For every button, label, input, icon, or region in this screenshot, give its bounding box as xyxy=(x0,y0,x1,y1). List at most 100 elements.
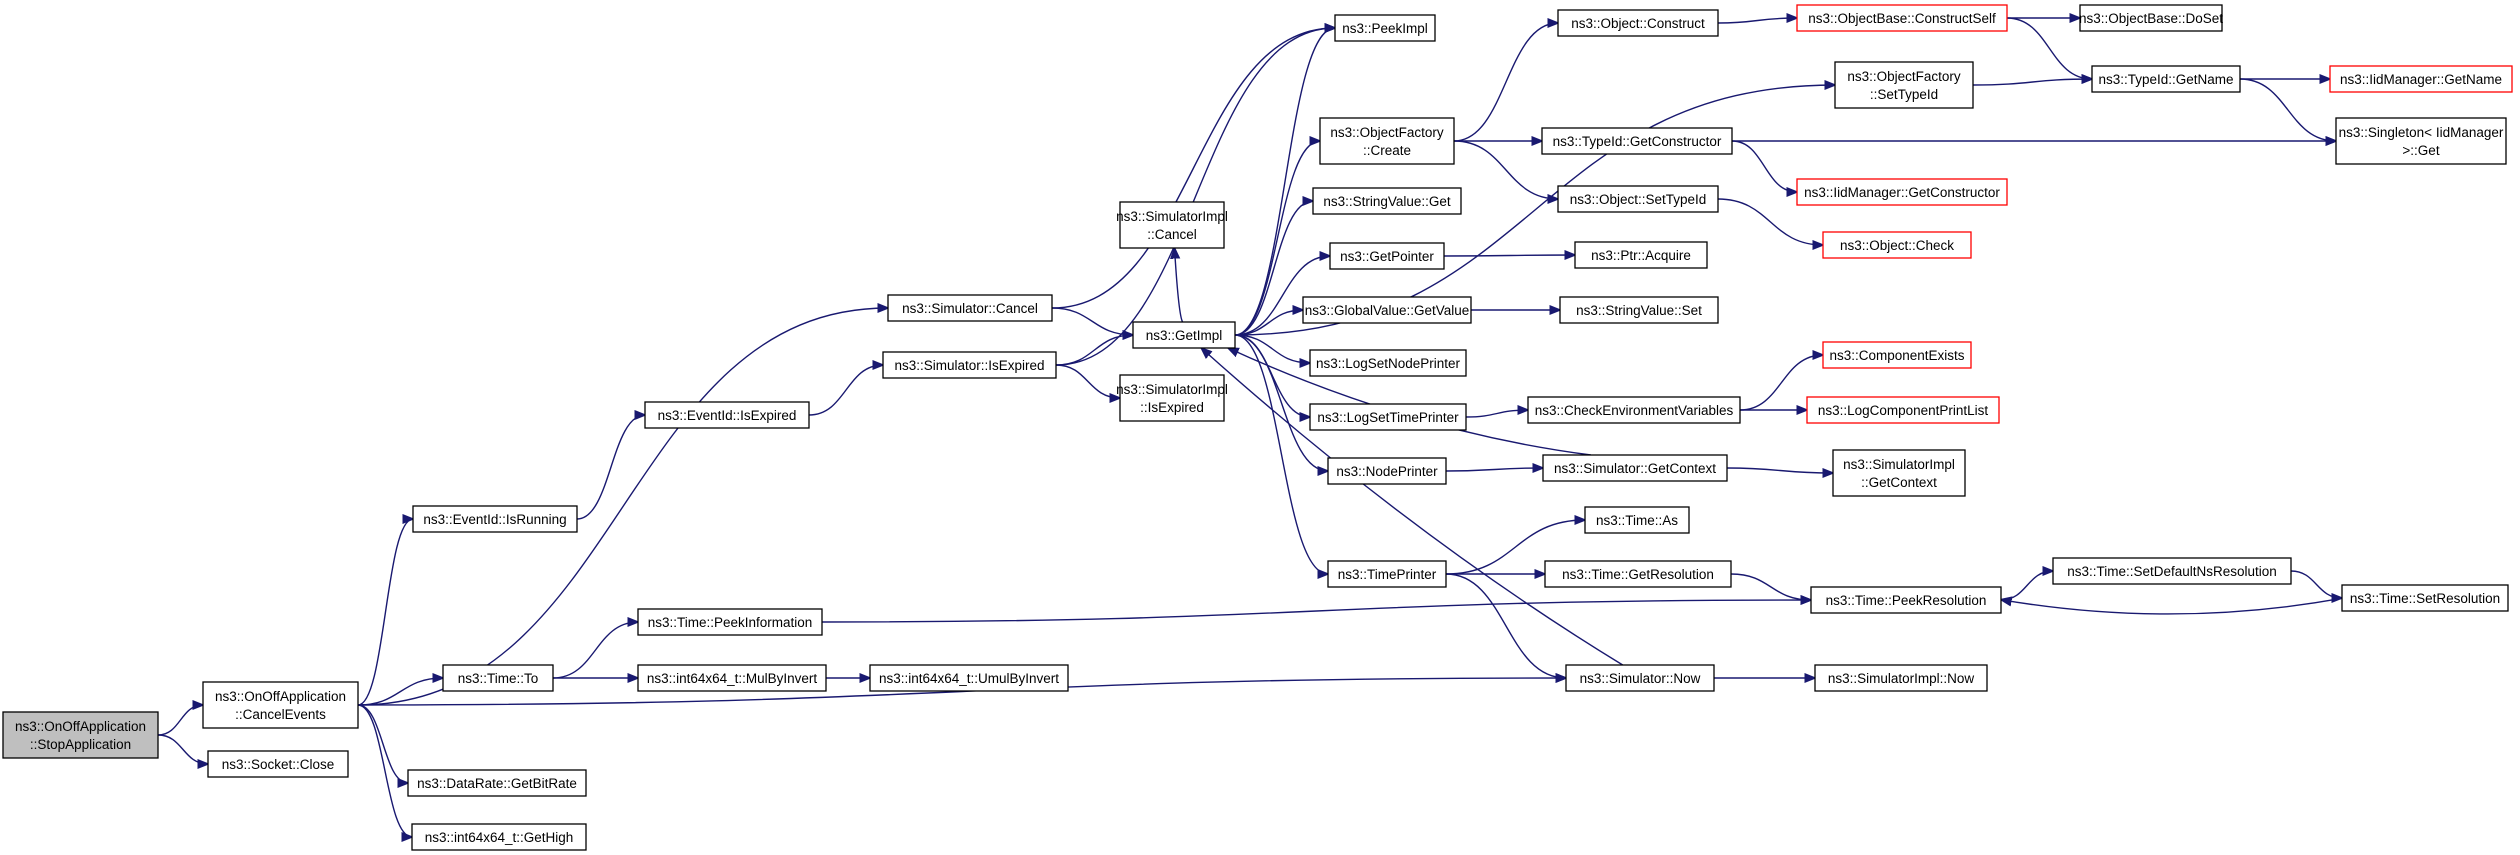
node-box-stringvalue_set xyxy=(1559,296,1719,324)
node-simimpl_isexpired[interactable]: ns3::SimulatorImpl::IsExpired xyxy=(1116,374,1228,422)
node-label-logsetnodeprinter-0: ns3::LogSetNodePrinter xyxy=(1316,356,1461,371)
node-label-getpointer-0: ns3::GetPointer xyxy=(1340,249,1434,264)
node-componentexists[interactable]: ns3::ComponentExists xyxy=(1822,341,1972,369)
node-box-simimpl_getcontext xyxy=(1832,449,1966,497)
edge-of_settypeid-to-typeid_getname xyxy=(1972,79,2092,86)
node-ptr_acquire[interactable]: ns3::Ptr::Acquire xyxy=(1574,241,1708,269)
node-box-umulbyinvert xyxy=(869,664,1069,692)
edge-eventid_isrunning-to-eventid_isexpired xyxy=(576,415,645,520)
edge-sim_getcontext-to-simimpl_getcontext xyxy=(1726,467,1833,473)
node-box-object_check xyxy=(1822,231,1972,259)
node-object_construct[interactable]: ns3::Object::Construct xyxy=(1557,9,1719,37)
node-umulbyinvert[interactable]: ns3::int64x64_t::UmulByInvert xyxy=(869,664,1069,692)
node-label-cancelevents-1: ::CancelEvents xyxy=(235,707,326,722)
node-time_as[interactable]: ns3::Time::As xyxy=(1584,506,1690,534)
node-box-socketclose xyxy=(207,750,349,778)
node-label-sim_isexpired-0: ns3::Simulator::IsExpired xyxy=(894,358,1044,373)
node-iidmanager_getname[interactable]: ns3::IidManager::GetName xyxy=(2329,65,2513,93)
edge-getimpl-to-logsettimeprinter xyxy=(1234,334,1310,417)
node-object_settypeid[interactable]: ns3::Object::SetTypeId xyxy=(1557,185,1719,213)
edge-stopapp-to-socketclose xyxy=(157,734,208,764)
node-checkenv[interactable]: ns3::CheckEnvironmentVariables xyxy=(1527,396,1741,424)
node-label-time_getresolution-0: ns3::Time::GetResolution xyxy=(1562,567,1714,582)
node-eventid_isrunning[interactable]: ns3::EventId::IsRunning xyxy=(412,505,578,533)
node-box-ptr_acquire xyxy=(1574,241,1708,269)
node-logsettimeprinter[interactable]: ns3::LogSetTimePrinter xyxy=(1309,403,1467,431)
node-box-object_settypeid xyxy=(1557,185,1719,213)
node-label-int64_gethigh-0: ns3::int64x64_t::GetHigh xyxy=(425,830,574,845)
edge-getimpl-to-nodeprinter xyxy=(1234,334,1328,471)
node-time_peekinfo[interactable]: ns3::Time::PeekInformation xyxy=(637,608,823,636)
node-box-sim_getcontext xyxy=(1542,454,1728,482)
node-box-objectbase_constructself xyxy=(1796,4,2008,32)
node-eventid_isexpired[interactable]: ns3::EventId::IsExpired xyxy=(644,401,810,429)
node-label-logcomponentprintlist-0: ns3::LogComponentPrintList xyxy=(1818,403,1989,418)
edge-typeid_getconstructor-to-iidmanager_getconstructor xyxy=(1731,140,1797,192)
node-time_peekresolution[interactable]: ns3::Time::PeekResolution xyxy=(1810,586,2002,614)
node-box-stopapp xyxy=(2,711,159,759)
node-label-checkenv-0: ns3::CheckEnvironmentVariables xyxy=(1535,403,1734,418)
node-stringvalue_get[interactable]: ns3::StringValue::Get xyxy=(1312,187,1462,215)
node-time_setresolution[interactable]: ns3::Time::SetResolution xyxy=(2341,584,2509,612)
node-box-time_setresolution xyxy=(2341,584,2509,612)
edge-sim_now-to-getimpl xyxy=(1201,348,1624,666)
node-object_check[interactable]: ns3::Object::Check xyxy=(1822,231,1972,259)
node-logcomponentprintlist[interactable]: ns3::LogComponentPrintList xyxy=(1806,396,2000,424)
node-box-getimpl xyxy=(1132,321,1236,349)
node-objectbase_constructself[interactable]: ns3::ObjectBase::ConstructSelf xyxy=(1796,4,2008,32)
node-getimpl[interactable]: ns3::GetImpl xyxy=(1132,321,1236,349)
edge-checkenv-to-componentexists xyxy=(1739,355,1823,411)
node-box-time_to xyxy=(442,664,554,692)
node-box-object_construct xyxy=(1557,9,1719,37)
node-nodeprinter[interactable]: ns3::NodePrinter xyxy=(1327,457,1447,485)
node-objectbase_doset[interactable]: ns3::ObjectBase::DoSet xyxy=(2079,4,2223,32)
node-simimpl_now[interactable]: ns3::SimulatorImpl::Now xyxy=(1814,664,1988,692)
node-getpointer[interactable]: ns3::GetPointer xyxy=(1329,242,1445,270)
node-label-datarate_getbitrate-0: ns3::DataRate::GetBitRate xyxy=(417,776,577,791)
node-time_setdefaultns[interactable]: ns3::Time::SetDefaultNsResolution xyxy=(2052,557,2292,585)
node-time_getresolution[interactable]: ns3::Time::GetResolution xyxy=(1544,560,1732,588)
node-label-stopapp-1: ::StopApplication xyxy=(30,737,131,752)
node-label-of_settypeid-1: ::SetTypeId xyxy=(1870,87,1938,102)
node-of_create[interactable]: ns3::ObjectFactory::Create xyxy=(1319,117,1455,165)
edge-sim_cancel-to-getimpl xyxy=(1051,307,1133,335)
node-int64_gethigh[interactable]: ns3::int64x64_t::GetHigh xyxy=(411,823,587,851)
node-mulbyinvert[interactable]: ns3::int64x64_t::MulByInvert xyxy=(637,664,827,692)
node-stringvalue_set[interactable]: ns3::StringValue::Set xyxy=(1559,296,1719,324)
node-time_to[interactable]: ns3::Time::To xyxy=(442,664,554,692)
node-box-checkenv xyxy=(1527,396,1741,424)
node-datarate_getbitrate[interactable]: ns3::DataRate::GetBitRate xyxy=(407,769,587,797)
node-stopapp[interactable]: ns3::OnOffApplication::StopApplication xyxy=(2,711,159,759)
edge-cancelevents-to-datarate_getbitrate xyxy=(357,704,408,783)
node-singleton_get[interactable]: ns3::Singleton< IidManager>::Get xyxy=(2335,117,2507,165)
node-box-int64_gethigh xyxy=(411,823,587,851)
node-timeprinter[interactable]: ns3::TimePrinter xyxy=(1327,560,1447,588)
node-peekimpl[interactable]: ns3::PeekImpl xyxy=(1334,14,1436,42)
node-simimpl_cancel[interactable]: ns3::SimulatorImpl::Cancel xyxy=(1116,201,1228,249)
node-label-objectbase_constructself-0: ns3::ObjectBase::ConstructSelf xyxy=(1808,11,1996,26)
node-label-simimpl_cancel-0: ns3::SimulatorImpl xyxy=(1116,209,1228,224)
node-sim_cancel[interactable]: ns3::Simulator::Cancel xyxy=(887,294,1053,322)
node-typeid_getname[interactable]: ns3::TypeId::GetName xyxy=(2091,65,2241,93)
node-sim_isexpired[interactable]: ns3::Simulator::IsExpired xyxy=(882,351,1057,379)
node-sim_now[interactable]: ns3::Simulator::Now xyxy=(1565,664,1715,692)
edge-of_create-to-object_settypeid xyxy=(1453,140,1558,199)
node-label-time_setresolution-0: ns3::Time::SetResolution xyxy=(2350,591,2500,606)
node-of_settypeid[interactable]: ns3::ObjectFactory::SetTypeId xyxy=(1834,61,1974,109)
node-label-simimpl_getcontext-0: ns3::SimulatorImpl xyxy=(1843,457,1955,472)
node-sim_getcontext[interactable]: ns3::Simulator::GetContext xyxy=(1542,454,1728,482)
edge-getimpl-to-globalvalue_getvalue xyxy=(1234,310,1303,336)
node-label-time_setdefaultns-0: ns3::Time::SetDefaultNsResolution xyxy=(2067,564,2277,579)
node-socketclose[interactable]: ns3::Socket::Close xyxy=(207,750,349,778)
node-label-ptr_acquire-0: ns3::Ptr::Acquire xyxy=(1591,248,1691,263)
node-globalvalue_getvalue[interactable]: ns3::GlobalValue::GetValue xyxy=(1302,296,1472,324)
node-label-of_create-1: ::Create xyxy=(1363,143,1411,158)
edge-getpointer-to-ptr_acquire xyxy=(1443,255,1575,256)
node-iidmanager_getconstructor[interactable]: ns3::IidManager::GetConstructor xyxy=(1796,178,2008,206)
node-typeid_getconstructor[interactable]: ns3::TypeId::GetConstructor xyxy=(1541,127,1733,155)
node-label-time_peekinfo-0: ns3::Time::PeekInformation xyxy=(648,615,813,630)
node-cancelevents[interactable]: ns3::OnOffApplication::CancelEvents xyxy=(202,681,359,729)
node-simimpl_getcontext[interactable]: ns3::SimulatorImpl::GetContext xyxy=(1832,449,1966,497)
node-logsetnodeprinter[interactable]: ns3::LogSetNodePrinter xyxy=(1309,349,1467,377)
